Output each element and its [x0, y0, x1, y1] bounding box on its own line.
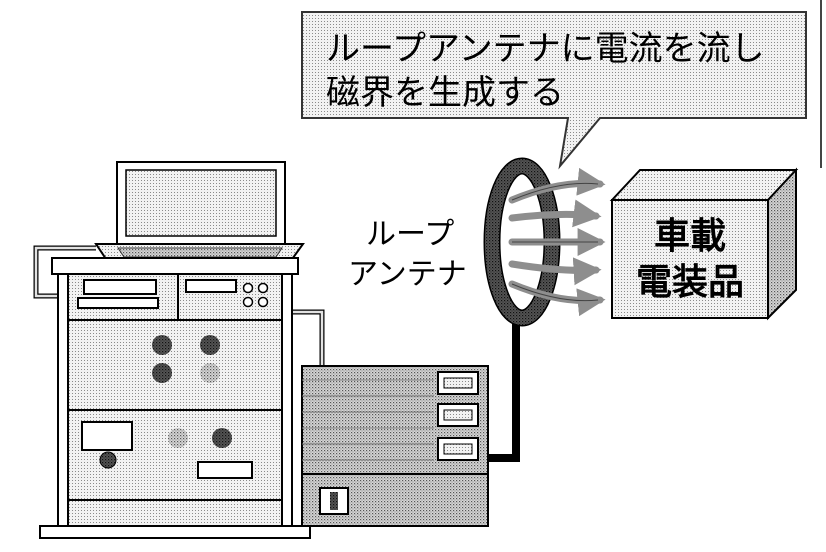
antenna-label-line-2: アンテナ — [348, 257, 467, 292]
device-label-line-1: 車載 — [654, 216, 726, 257]
laptop — [94, 161, 305, 263]
callout-line-1: ループアンテナに電流を流し — [326, 29, 765, 69]
antenna-label: ループ アンテナ — [348, 217, 467, 292]
magnetic-field-arrows-outline — [511, 182, 599, 302]
antenna-cable — [488, 312, 520, 462]
cables — [33, 245, 325, 365]
callout-line-2: 磁界を生成する — [326, 73, 564, 113]
antenna-label-line-1: ループ — [366, 217, 454, 252]
device-label-line-2: 電装品 — [636, 262, 744, 303]
vehicle-device-box: 車載 電装品 — [609, 167, 799, 321]
amplifier-unit — [301, 365, 489, 527]
rack-cabinet — [39, 257, 311, 539]
callout-bubble: ループアンテナに電流を流し 磁界を生成する — [301, 11, 807, 170]
